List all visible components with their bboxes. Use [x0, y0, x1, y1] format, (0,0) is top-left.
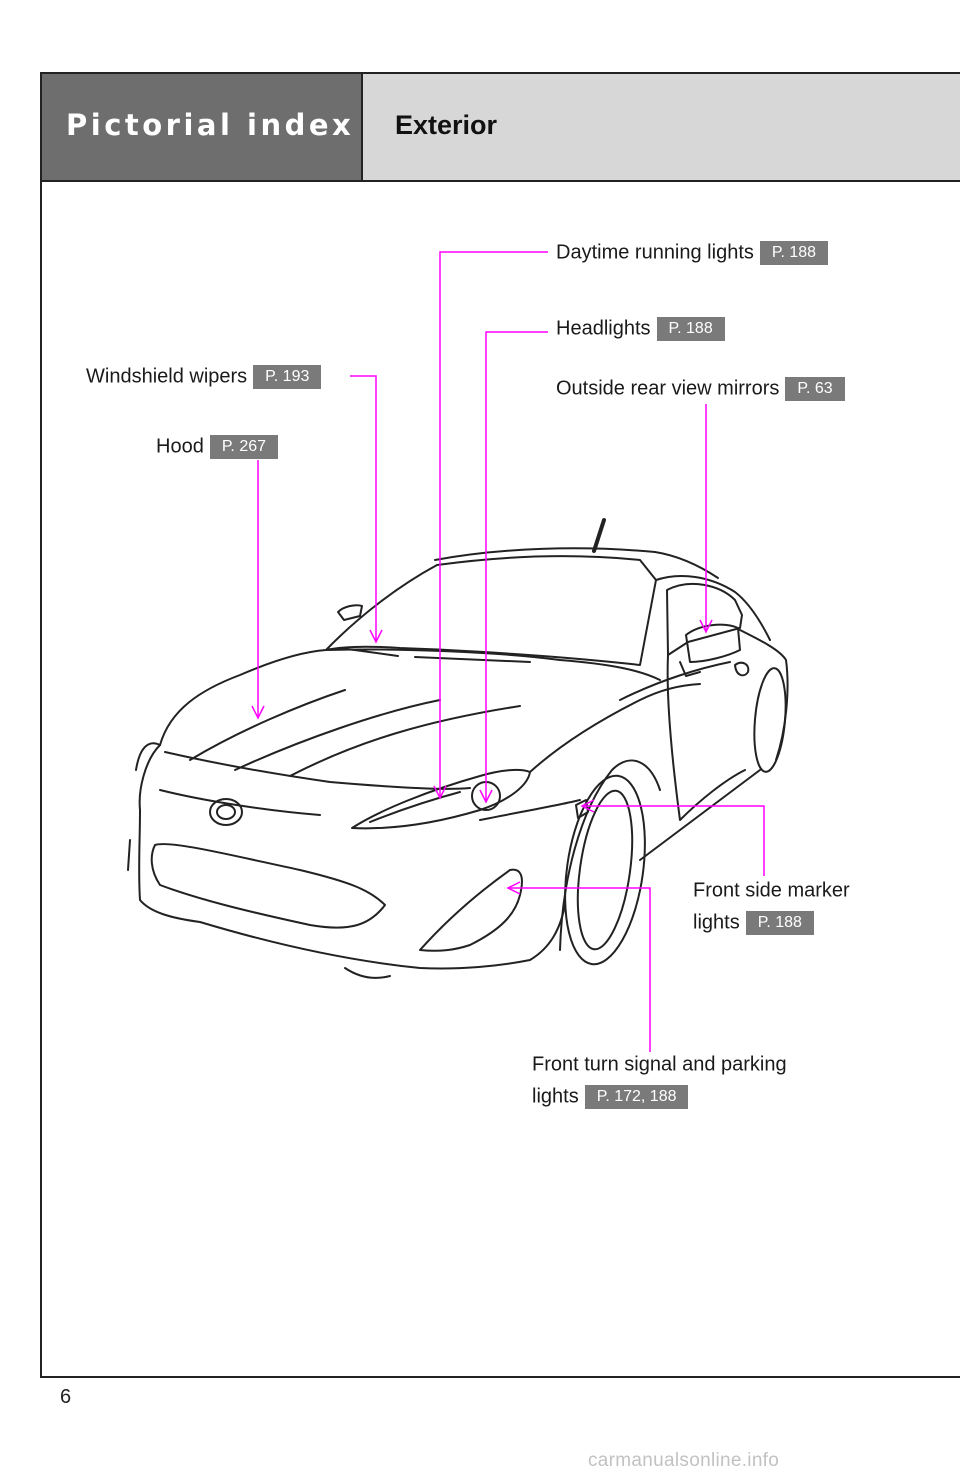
callout-front-turn-signal-title: Front turn signal and parking — [532, 1052, 787, 1077]
arrow-turn-signal — [506, 881, 521, 895]
door-front-edge — [666, 654, 746, 821]
front-corner — [135, 742, 161, 771]
arrow-mirrors — [699, 619, 713, 634]
page-ref-badge[interactable]: P. 63 — [785, 376, 845, 401]
callout-label: Headlights — [556, 317, 651, 340]
page-ref-badge[interactable]: P. 193 — [253, 364, 322, 389]
leader-daytime — [439, 251, 548, 796]
leader-wipers — [350, 375, 377, 640]
callout-label: Hood — [156, 435, 204, 458]
callout-front-side-marker-title: Front side marker — [693, 878, 850, 903]
turn-signal-housing — [419, 868, 523, 952]
windshield — [325, 555, 657, 666]
callout-label: lights — [693, 911, 740, 934]
emblem-inner — [216, 804, 236, 820]
callout-label: Daytime running lights — [556, 241, 754, 264]
callout-label: Front turn signal and parking — [532, 1053, 787, 1076]
daytime-running-light — [369, 791, 461, 823]
front-wheel — [564, 774, 646, 966]
page-header: Pictorial index Exterior — [42, 74, 960, 182]
front-rim — [576, 789, 634, 951]
callout-label: Outside rear view mirrors — [556, 377, 780, 400]
bumper-edge — [127, 839, 131, 871]
chapter-title: Exterior — [395, 110, 498, 140]
section-tab: Pictorial index — [42, 74, 363, 180]
hood-crease-right — [289, 705, 521, 777]
emblem — [209, 798, 243, 826]
callout-label: Front side marker — [693, 879, 850, 902]
hood-crease-mid — [234, 699, 441, 771]
arrow-side-marker — [580, 799, 595, 813]
arrow-hood — [251, 705, 265, 720]
callout-label: Windshield wipers — [86, 365, 248, 388]
page-ref-badge[interactable]: P. 172, 188 — [584, 1084, 689, 1109]
hood-crease-left — [189, 689, 346, 761]
leader-lines — [251, 251, 765, 1052]
leader-side-marker — [582, 805, 765, 876]
callout-label: lights — [532, 1085, 579, 1108]
leader-turn-signal — [508, 887, 651, 1052]
car-drawing — [127, 518, 789, 979]
arrow-headlights — [479, 789, 493, 804]
chin-spoiler — [344, 967, 391, 979]
fuel-door — [734, 661, 750, 677]
section-title: Pictorial index — [66, 108, 355, 142]
wiper-right — [414, 656, 531, 663]
mirror-stem — [679, 661, 701, 677]
fender-top — [529, 683, 701, 773]
antenna — [592, 518, 606, 553]
side-window — [666, 582, 743, 656]
grille-top — [164, 751, 471, 790]
fascia-line — [159, 789, 321, 816]
front-bumper-outline — [138, 744, 566, 970]
wiper-left — [339, 647, 399, 657]
side-roof — [655, 575, 771, 641]
page-ref-badge[interactable]: P. 188 — [656, 316, 725, 341]
page-frame: Pictorial index Exterior — [40, 72, 960, 1378]
lower-grille — [150, 843, 386, 929]
page-ref-badge[interactable]: P. 188 — [759, 240, 829, 265]
rear-wheel — [753, 667, 787, 773]
roof-line — [434, 547, 719, 579]
leader-headlights — [485, 331, 548, 800]
arrow-wipers — [369, 629, 383, 644]
chapter-bar: Exterior — [363, 74, 960, 180]
page-ref-badge[interactable]: P. 188 — [745, 910, 814, 935]
rear-quarter — [739, 629, 789, 761]
rocker-panel — [639, 769, 761, 861]
side-marker-light — [575, 799, 589, 819]
left-mirror — [337, 604, 363, 621]
bumper-to-fender — [479, 799, 581, 821]
side-character-line — [619, 661, 731, 701]
page-ref-badge[interactable]: P. 267 — [209, 434, 279, 459]
page-number: 6 — [60, 1386, 72, 1408]
arrow-daytime — [433, 785, 447, 800]
watermark: carmanualsonline.info — [588, 1450, 780, 1471]
